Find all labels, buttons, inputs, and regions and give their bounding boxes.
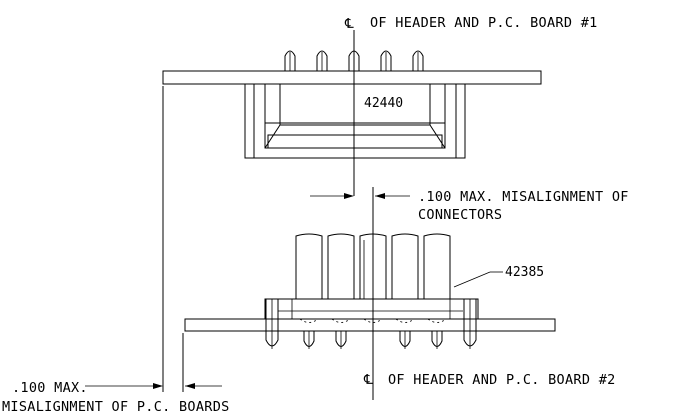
pin <box>284 50 296 71</box>
centerline-symbol-2: ℄ <box>363 372 373 388</box>
connector-42440 <box>244 83 466 159</box>
centerline-symbol-1: ℄ <box>344 16 354 32</box>
bottom-assembly: 42385 ℄ OF HEADER AND P.C. <box>184 233 616 388</box>
header-1-label: OF HEADER AND P.C. BOARD #1 <box>370 15 598 31</box>
board-2-tail-pins <box>303 331 443 349</box>
board-misalignment-line1: .100 MAX. <box>12 380 88 396</box>
top-assembly: 42440 ℄ OF HEADER AND P.C. BOARD #1 <box>162 15 598 196</box>
pin <box>316 50 328 71</box>
connector-42440-label: 42440 <box>364 96 403 111</box>
pc-board-2 <box>184 318 556 332</box>
pc-board-1 <box>162 70 542 85</box>
header-2-label: OF HEADER AND P.C. BOARD #2 <box>388 372 616 388</box>
connector-misalignment-line2: CONNECTORS <box>418 207 502 223</box>
board-misalignment-line2: MISALIGNMENT OF P.C. BOARDS <box>2 399 230 415</box>
board-misalignment-dimension: .100 MAX. MISALIGNMENT OF P.C. BOARDS <box>2 86 230 415</box>
mounting-post-left <box>265 299 279 349</box>
connector-42385-contacts <box>295 233 451 299</box>
pin <box>412 50 424 71</box>
connector-42385-label: 42385 <box>505 265 544 280</box>
board-2-hidden-pads <box>299 318 447 323</box>
pin <box>380 50 392 71</box>
connector-42385-base <box>264 298 479 320</box>
mounting-post-right <box>463 299 477 349</box>
connector-misalignment-line1: .100 MAX. MISALIGNMENT OF <box>418 189 629 205</box>
connector-misalignment-dimension: .100 MAX. MISALIGNMENT OF CONNECTORS <box>310 187 629 400</box>
